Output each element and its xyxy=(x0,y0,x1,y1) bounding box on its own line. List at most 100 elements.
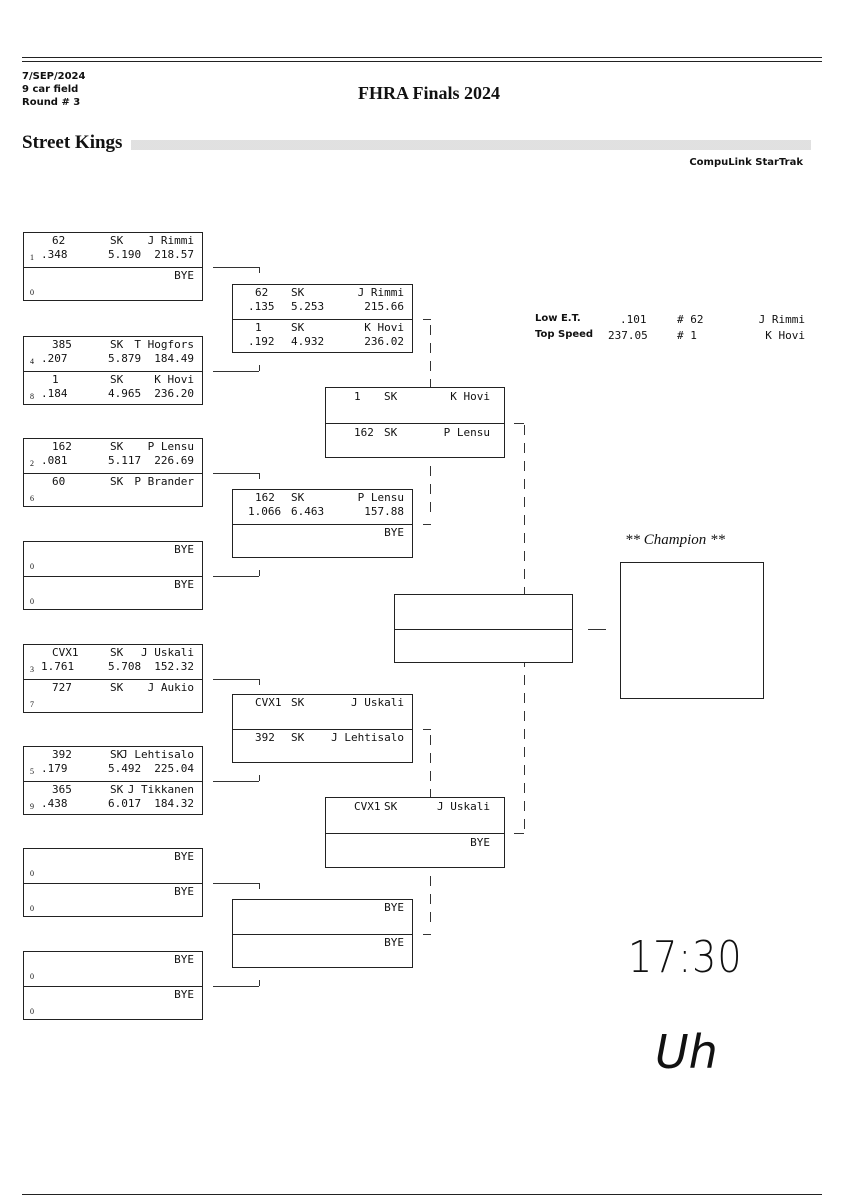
trap-speed: 236.02 xyxy=(364,334,404,348)
round3-dash-1-3 xyxy=(524,479,525,489)
reaction-time: .348 xyxy=(41,248,68,261)
entry-line-car: BYE xyxy=(233,526,412,540)
driver-name: BYE xyxy=(174,577,194,591)
reaction-time: .207 xyxy=(41,352,68,365)
driver-name: J Lehtisalo xyxy=(121,748,194,761)
round3-connector-2 xyxy=(514,833,524,834)
driver-name: BYE xyxy=(174,884,194,898)
car-number: 727 xyxy=(52,680,72,694)
software-credit: CompuLink StarTrak xyxy=(689,157,803,168)
car-number: 162 xyxy=(255,491,275,504)
driver-name: J Uskali xyxy=(437,800,490,813)
entry-line-car: BYE xyxy=(326,836,504,850)
round2-connector-2 xyxy=(423,524,431,525)
round3-connector-1 xyxy=(514,423,524,424)
driver-name: BYE xyxy=(174,268,194,282)
entry-line-car: BYE xyxy=(24,543,202,557)
bracket-entry-bottom: BYE xyxy=(233,933,412,969)
round3-dash-2-8 xyxy=(524,801,525,811)
seed-number: 0 xyxy=(30,869,34,878)
elapsed-time: 4.932 xyxy=(291,334,325,348)
bracket-entry-bottom: BYE xyxy=(326,832,504,869)
bracket-entry-top: BYE xyxy=(233,900,412,934)
entry-line-car: BYE xyxy=(24,269,202,283)
car-class: SK xyxy=(384,425,398,439)
entry-line-car: 62 SK J Rimmi xyxy=(233,286,412,300)
entry-line-times xyxy=(233,710,412,724)
car-number: 62 xyxy=(255,286,269,299)
car-class: SK xyxy=(384,390,398,403)
round1-connector-tick-7 xyxy=(259,883,260,889)
low-et-value: .101 xyxy=(620,313,647,326)
low-et-row: Low E.T. .101 # 62 J Rimmi xyxy=(535,313,815,329)
car-class: SK xyxy=(110,782,124,796)
driver-name: P Lensu xyxy=(443,425,490,439)
low-et-car: # 62 xyxy=(677,313,704,326)
driver-name: J Uskali xyxy=(351,696,404,709)
driver-name: J Rimmi xyxy=(357,286,404,299)
car-class: SK xyxy=(291,491,305,504)
reaction-time: 1.066 xyxy=(248,505,282,518)
driver-name: BYE xyxy=(470,835,490,849)
trap-speed: 225.04 xyxy=(154,762,194,775)
driver-name: J Lehtisalo xyxy=(331,730,404,744)
round3-dash-2-5 xyxy=(524,747,525,757)
top-speed-car: # 1 xyxy=(677,329,697,342)
entry-line-car: BYE xyxy=(24,578,202,592)
reaction-time: .135 xyxy=(248,300,275,313)
car-class: SK xyxy=(291,286,305,299)
event-date: 7/SEP/2024 xyxy=(22,71,86,82)
round2-dash-2-2 xyxy=(430,466,431,476)
car-number: 1 xyxy=(255,320,262,334)
reaction-time: .184 xyxy=(41,386,68,400)
entry-line-times: 0 xyxy=(24,283,202,297)
seed-number: 0 xyxy=(30,562,34,571)
elapsed-time: 5.117 xyxy=(108,454,142,467)
round2-dash-3-2 xyxy=(430,771,431,781)
driver-name: J Uskali xyxy=(141,646,194,659)
round3-dash-2-1 xyxy=(524,675,525,685)
seed-number: 0 xyxy=(30,903,34,913)
round2-dash-4-2 xyxy=(430,876,431,886)
entry-line-times: 0 xyxy=(24,864,202,878)
car-number: CVX1 xyxy=(255,696,282,709)
car-class: SK xyxy=(110,440,124,453)
round3-dash-1-6 xyxy=(524,533,525,543)
car-number: CVX1 xyxy=(354,800,381,813)
driver-name: BYE xyxy=(384,935,404,949)
entry-line-times: 7 xyxy=(24,695,202,709)
car-class: SK xyxy=(110,372,124,386)
entry-line-times: 6 xyxy=(24,489,202,503)
entry-line-times: 0 xyxy=(24,592,202,606)
round1-connector-6 xyxy=(213,781,259,782)
reaction-time: .081 xyxy=(41,454,68,467)
entry-line-times xyxy=(233,745,412,759)
seed-number: 0 xyxy=(30,287,34,297)
entry-line-times: 0 xyxy=(24,899,202,913)
round1-connector-2 xyxy=(213,371,259,372)
round2-dash-4-4 xyxy=(430,912,431,922)
event-title: FHRA Finals 2024 xyxy=(358,83,501,103)
round1-connector-4 xyxy=(213,576,259,577)
round1-connector-7 xyxy=(213,883,259,884)
